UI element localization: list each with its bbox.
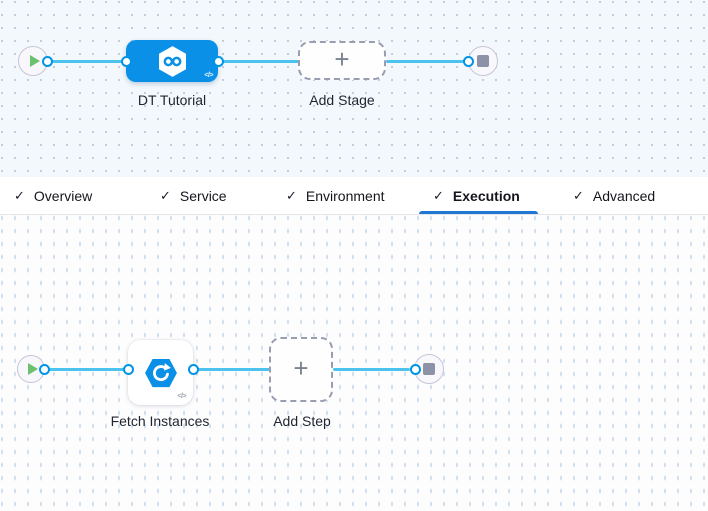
stage-canvas[interactable]: </> DT Tutorial + Add Stage xyxy=(0,0,708,177)
active-tab-indicator xyxy=(419,211,538,214)
tab-label: Execution xyxy=(452,187,520,204)
end-in-port[interactable] xyxy=(462,55,474,67)
execution-canvas[interactable]: </> Fetch Instances + Add Step xyxy=(0,215,708,511)
edge-stage-to-addstage xyxy=(218,59,299,63)
plus-icon: + xyxy=(334,44,350,74)
stage-config-tabbar: ✓ Overview ✓ Service ✓ Environment ✓ Exe… xyxy=(0,177,708,215)
end-in-port[interactable] xyxy=(409,363,421,375)
stage-out-port[interactable] xyxy=(212,55,224,67)
code-view-badge: </> xyxy=(177,393,186,400)
add-stage-button[interactable]: + xyxy=(298,41,386,80)
tab-label: Service xyxy=(179,187,227,204)
stage-name-label: DT Tutorial xyxy=(137,92,207,108)
add-step-button[interactable]: + xyxy=(269,337,333,402)
check-icon: ✓ xyxy=(433,187,444,203)
code-view-badge: </> xyxy=(204,72,213,79)
start-out-port[interactable] xyxy=(42,55,53,67)
start-out-port[interactable] xyxy=(38,363,50,375)
stop-icon xyxy=(477,55,489,67)
tab-label: Advanced xyxy=(592,187,656,204)
tab-advanced[interactable]: ✓ Advanced xyxy=(573,177,655,214)
tab-label: Environment xyxy=(305,187,385,204)
stage-in-port[interactable] xyxy=(120,55,132,67)
edge-addstep-to-end xyxy=(333,367,410,371)
step-name-label: Fetch Instances xyxy=(110,413,210,429)
tab-environment[interactable]: ✓ Environment xyxy=(286,177,385,214)
tab-overview[interactable]: ✓ Overview xyxy=(14,177,92,214)
check-icon: ✓ xyxy=(573,187,584,203)
step-in-port[interactable] xyxy=(122,363,134,375)
edge-step-to-addstep xyxy=(193,367,270,371)
check-icon: ✓ xyxy=(286,187,297,203)
step-out-port[interactable] xyxy=(187,363,199,375)
fetch-instances-icon xyxy=(144,358,177,387)
play-icon xyxy=(29,55,40,67)
tab-execution[interactable]: ✓ Execution xyxy=(433,177,520,214)
plus-icon: + xyxy=(293,353,309,383)
add-stage-label: Add Stage xyxy=(309,92,375,108)
step-node-fetch-instances[interactable]: </> xyxy=(128,340,193,405)
add-step-label: Add Step xyxy=(273,413,331,429)
edge-addstage-to-end xyxy=(386,59,468,63)
edge-start-to-step xyxy=(44,367,129,371)
pipeline-end-node[interactable] xyxy=(468,46,498,76)
edge-start-to-stage xyxy=(47,59,127,63)
tab-service[interactable]: ✓ Service xyxy=(160,177,227,214)
tab-label: Overview xyxy=(33,187,93,204)
cd-infinity-icon xyxy=(158,45,186,77)
check-icon: ✓ xyxy=(160,187,171,203)
play-icon xyxy=(27,363,38,375)
check-icon: ✓ xyxy=(14,187,25,203)
stage-node-dt-tutorial[interactable]: </> xyxy=(126,40,218,82)
stop-icon xyxy=(423,363,435,375)
